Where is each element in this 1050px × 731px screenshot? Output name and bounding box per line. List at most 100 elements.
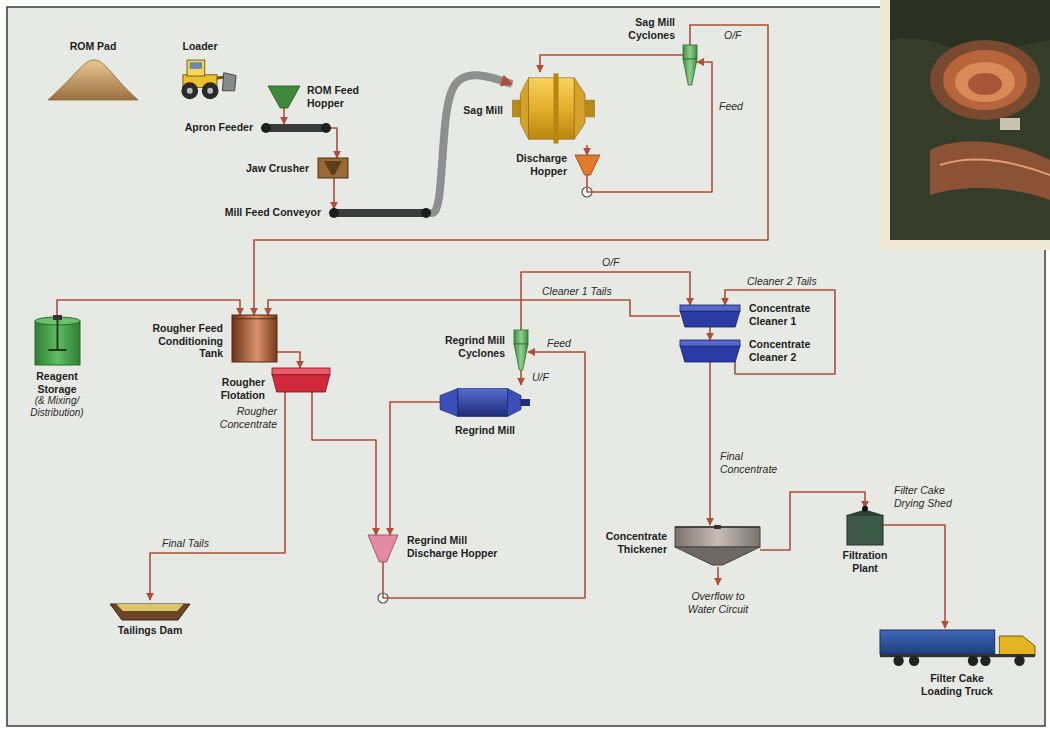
equipment-label: Discharge Hopper (508, 152, 568, 177)
belt-pulley (329, 208, 339, 218)
mill-head (574, 78, 585, 139)
slurry-line (520, 370, 522, 385)
label-block: Sag Mill Cyclones (616, 16, 676, 41)
mill-shell (458, 389, 508, 417)
reagent-tank: Reagent Storage(& Mixing/ Distribution) (35, 315, 80, 365)
tank-rim (232, 318, 277, 319)
label-block: Rougher Feed Conditioning Tank (149, 322, 224, 360)
stream-label: Rougher Concentrate (199, 405, 279, 430)
cleaner-cell: Concentrate Cleaner 1 (680, 305, 740, 327)
ore-pile-shape (48, 60, 138, 100)
photo-dump (930, 141, 1050, 200)
cell-launder (680, 305, 740, 311)
label-block: Filter Cake Loading Truck (912, 672, 1002, 697)
truck-cab (999, 636, 1035, 656)
equipment-label: Concentrate Thickener (588, 530, 668, 555)
slurry-line (390, 402, 440, 535)
dam-icon (110, 600, 190, 620)
photo-pit (968, 73, 1002, 95)
mill-gear (554, 73, 559, 143)
cell-icon (680, 305, 740, 327)
truck-wheel (1014, 656, 1024, 666)
stream-label: O/F (722, 29, 744, 42)
belt-pulley (321, 123, 331, 133)
mill-trommel (585, 100, 595, 118)
dam-pond (116, 604, 183, 611)
hopper-shape (575, 155, 600, 175)
apron-feeder: Apron Feeder (262, 124, 330, 132)
thickener: Concentrate Thickener (675, 525, 760, 565)
stream-label-box: Feed (545, 337, 585, 350)
thickener-cone (675, 547, 760, 565)
slurry-line (587, 62, 712, 192)
equipment-label: Loader (181, 40, 218, 53)
label-block: Jaw Crusher (230, 162, 310, 175)
loader-window (190, 62, 202, 69)
loader: Loader (168, 58, 236, 100)
label-block: Apron Feeder (164, 121, 254, 134)
label-block: Regrind Mill (440, 424, 530, 437)
truck-icon (880, 628, 1035, 668)
belt-pulley (421, 208, 431, 218)
label-block: Discharge Hopper (508, 152, 568, 177)
stream-label: Filter Cake Drying Shed (892, 484, 967, 509)
loader-icon (168, 58, 236, 100)
label-block: ROM Feed Hopper (306, 84, 366, 109)
photo-pit (955, 62, 1015, 102)
feed-hopper: ROM Feed Hopper (268, 86, 300, 108)
label-block: Sag Mill (449, 104, 504, 117)
slurry-line (150, 392, 285, 600)
site-photo (880, 0, 1050, 250)
stream-label: U/F (530, 371, 551, 384)
filter-vent (862, 506, 868, 512)
stream-label-box: Cleaner 1 Tails (540, 285, 630, 298)
stream-label-box: Feed (717, 100, 757, 113)
equipment-label: Apron Feeder (184, 121, 254, 134)
cell-launder (680, 340, 740, 346)
equipment-label: Regrind Mill Cyclones (436, 334, 506, 359)
regrind-icon (440, 385, 530, 420)
stream-label-box: Cleaner 2 Tails (745, 275, 835, 288)
loader-cab (187, 60, 205, 76)
tank-body (35, 321, 80, 365)
equipment-label: Tailings Dam (117, 624, 184, 637)
mill-icon (512, 72, 595, 145)
conveyor-belt (430, 75, 512, 213)
slurry-line (383, 352, 585, 598)
slurry-line (277, 352, 300, 368)
ore-pile: ROM Pad (48, 58, 138, 100)
cyclone: Regrind Mill Cyclones (514, 330, 528, 370)
label-block: Concentrate Thickener (588, 530, 668, 555)
hopper-shape (268, 86, 300, 108)
stream-label-box: Filter Cake Drying Shed (892, 484, 967, 509)
conditioning-tank: Rougher Feed Conditioning Tank (232, 315, 277, 362)
equipment-label: Reagent Storage (22, 370, 92, 395)
cyclone-icon (514, 330, 528, 370)
crusher-body (318, 158, 348, 178)
truck-wheel (893, 656, 903, 666)
photo-ground (890, 0, 1050, 240)
equipment-label: Filtration Plant (835, 549, 895, 574)
note-box: Overflow to Water Circuit (678, 590, 758, 615)
label-block: Concentrate Cleaner 1 (748, 302, 828, 327)
truck-wheel (968, 656, 978, 666)
equipment-label: Filter Cake Loading Truck (912, 672, 1002, 697)
photo-mount (880, 0, 1050, 250)
hopper-icon (368, 535, 398, 562)
label-block: Loader (170, 40, 230, 53)
cell-body (680, 311, 740, 328)
belt-icon (330, 209, 430, 217)
slurry-line (312, 392, 376, 535)
truck: Filter Cake Loading Truck (880, 628, 1035, 668)
equipment-label: Rougher Flotation (206, 376, 266, 401)
photo-road (940, 159, 1050, 175)
filter-building (847, 515, 883, 545)
hopper-shape (368, 535, 398, 562)
slurry-line (521, 272, 690, 330)
truck-wheel (909, 656, 919, 666)
label-block: Tailings Dam (100, 624, 200, 637)
crusher-jaw (324, 161, 342, 175)
